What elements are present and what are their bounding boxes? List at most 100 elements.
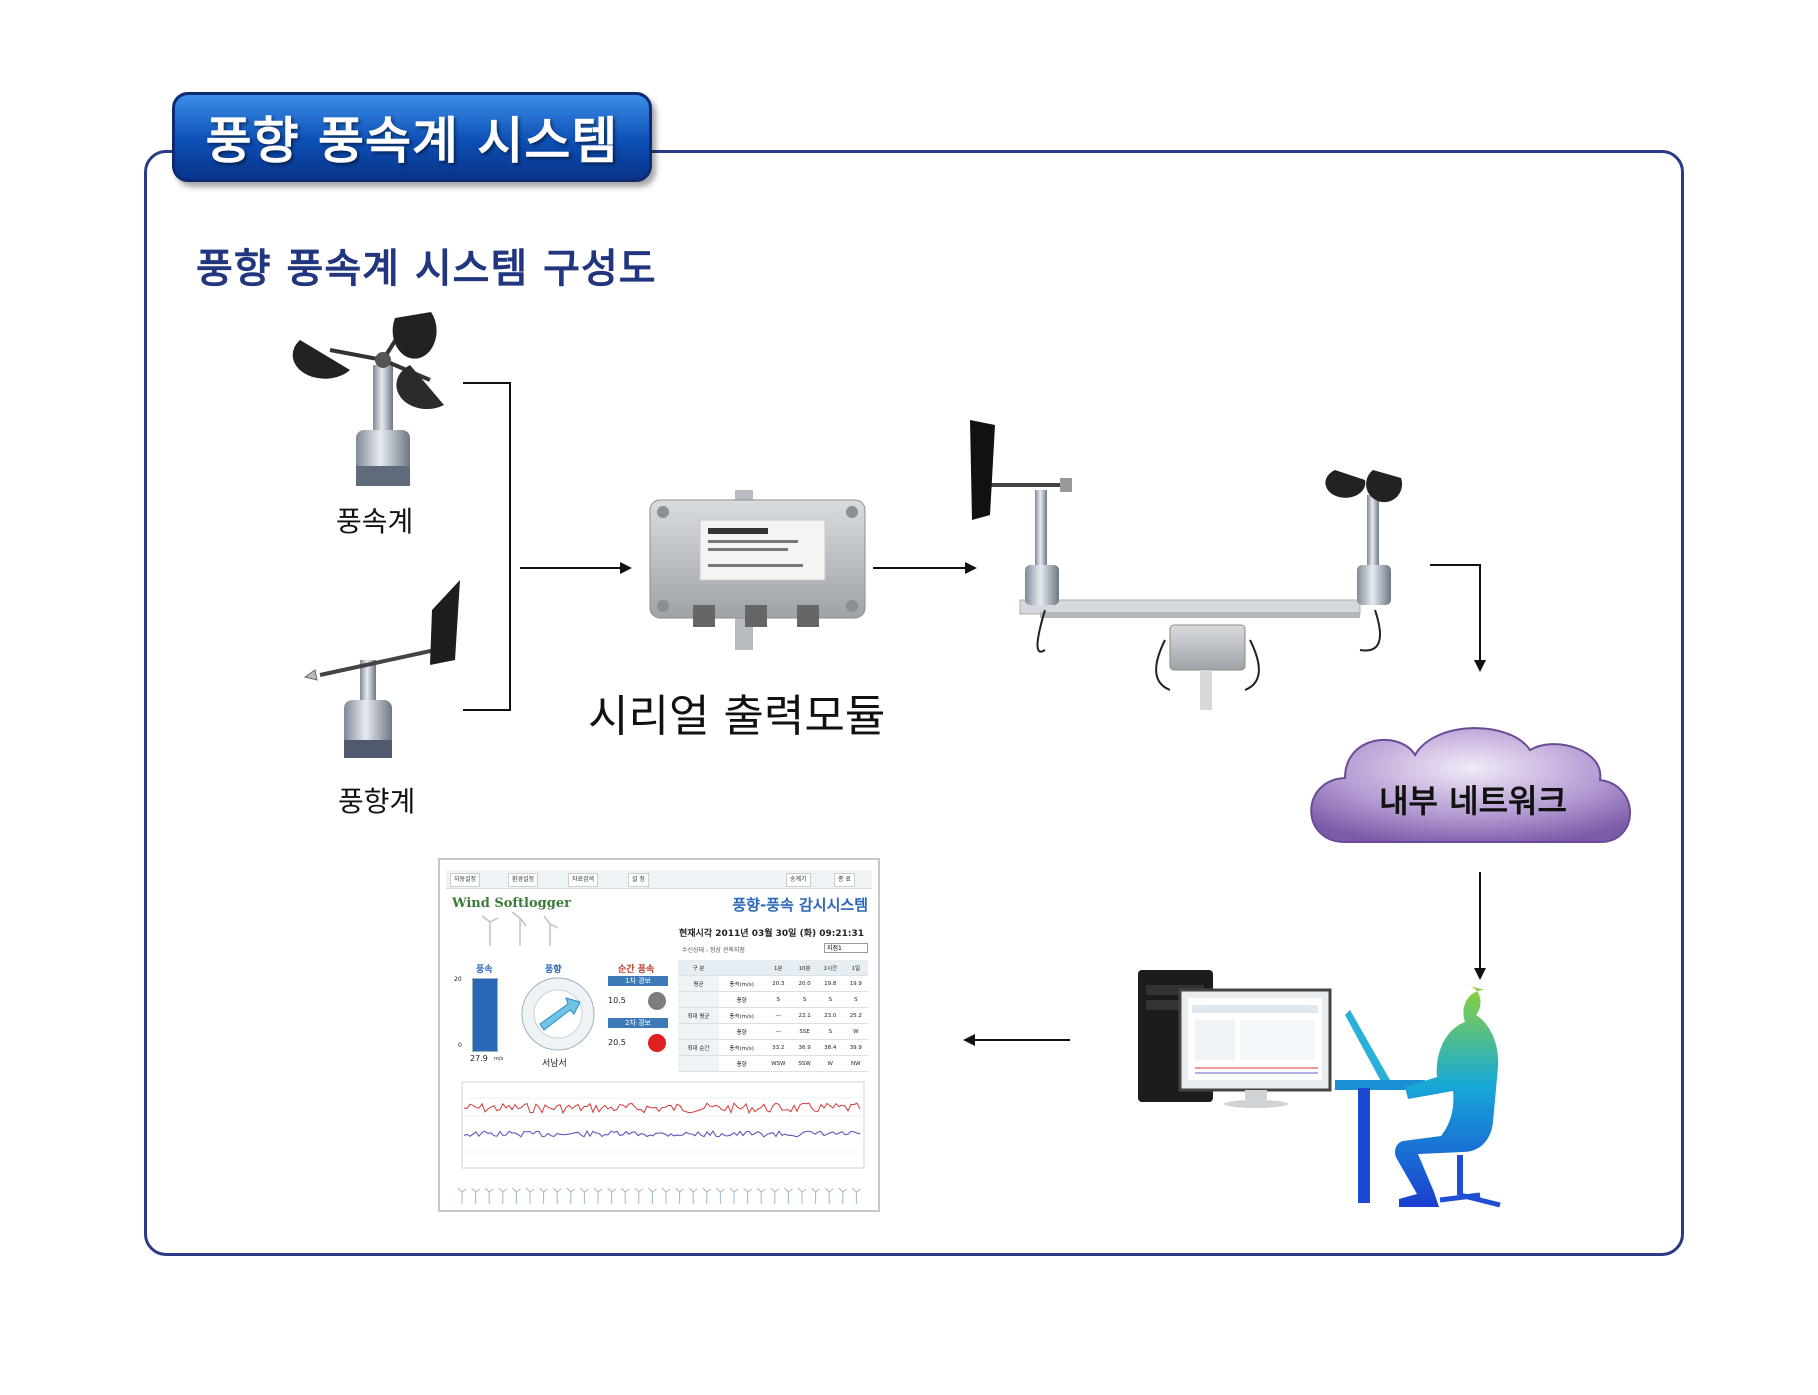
footer-turbine-icon xyxy=(620,1187,630,1204)
title-tab: 풍향 풍속계 시스템 xyxy=(172,92,652,182)
footer-turbine-icon xyxy=(852,1187,861,1204)
direction-arrow-icon xyxy=(539,997,581,1031)
table-row: 최대 순간 풍속(m/s) 33.2 36.9 38.4 39.9 xyxy=(678,1039,868,1056)
footer-turbine-icon xyxy=(457,1187,467,1204)
gust-trend-line xyxy=(463,1102,861,1115)
wind-trend-chart xyxy=(461,1081,865,1169)
footer-turbine-icon xyxy=(539,1187,548,1204)
toolbar-button: 환경설정 xyxy=(508,873,539,887)
table-cell: W xyxy=(843,1023,868,1040)
footer-turbine-icon xyxy=(784,1187,793,1204)
anemometer-label: 풍속계 xyxy=(336,505,414,538)
footer-turbine-icon xyxy=(498,1187,508,1204)
system-title: 풍향-풍속 감시시스템 xyxy=(732,896,868,914)
speed-gauge xyxy=(472,978,498,1052)
table-header-cell xyxy=(719,960,765,976)
table-cell xyxy=(678,1055,720,1072)
network-cloud-icon xyxy=(1310,727,1631,843)
table-cell: S xyxy=(792,991,817,1008)
table-row: 평균 풍속(m/s) 20.3 20.0 19.8 19.9 xyxy=(678,975,868,992)
table-row: 최대 평균 풍속(m/s) — 22.1 23.0 25.2 xyxy=(678,1007,868,1024)
footer-turbine-icon xyxy=(512,1187,521,1204)
speed-gauge-fill xyxy=(473,979,497,1051)
speed-axis-min: 0 xyxy=(458,1042,462,1049)
wind-stats-table: 구 분 1분 10분 1시간 1일 평균 풍속(m/s) 20.3 20.0 1… xyxy=(678,960,868,1072)
footer-turbine-icon xyxy=(797,1187,807,1204)
table-cell: 풍속(m/s) xyxy=(719,975,765,992)
receive-status: 수신상태 : 정상 관측지점 xyxy=(682,947,745,954)
table-cell: 22.1 xyxy=(792,1007,817,1024)
table-cell: — xyxy=(764,1007,793,1024)
toolbar-button: 자동설정 xyxy=(450,873,481,887)
table-header-cell: 1분 xyxy=(764,960,793,976)
compass-dial xyxy=(521,977,595,1051)
table-cell: S xyxy=(816,1023,844,1040)
table-cell: 최대 순간 xyxy=(678,1039,720,1056)
alert2-value: 20.5 xyxy=(608,1038,626,1047)
app-brand: Wind Softlogger xyxy=(452,896,571,911)
footer-turbine-icon xyxy=(702,1187,712,1204)
table-cell: 19.8 xyxy=(816,975,844,992)
toolbar-button: 송계기 xyxy=(786,873,811,887)
speed-axis-max: 20 xyxy=(454,976,462,983)
page-title: 풍향 풍속계 시스템 xyxy=(205,112,619,170)
alert2-label: 2차 경보 xyxy=(608,1018,668,1028)
footer-turbine-icon xyxy=(566,1187,576,1204)
footer-turbine-icon xyxy=(824,1187,834,1204)
table-header-cell: 구 분 xyxy=(678,960,720,976)
table-cell: — xyxy=(764,1023,793,1040)
table-cell: 20.0 xyxy=(792,975,817,992)
anemometer-icon xyxy=(292,312,444,486)
footer-turbine-icon xyxy=(471,1187,480,1204)
operator-icon xyxy=(1335,985,1501,1208)
speed-unit: m/s xyxy=(494,1056,504,1062)
table-cell: W xyxy=(816,1055,844,1072)
monitoring-screenshot: 자동설정 환경설정 자료검색 설 정 송계기 종 료 Wind Softlogg… xyxy=(438,858,880,1212)
footer-turbine-icon xyxy=(675,1187,684,1204)
current-time: 현재시각 2011년 03월 30일 (화) 09:21:31 xyxy=(678,929,864,939)
table-cell: S xyxy=(843,991,868,1008)
footer-turbine-icon xyxy=(661,1187,671,1204)
table-cell: NW xyxy=(843,1055,868,1072)
table-header-row: 구 분 1분 10분 1시간 1일 xyxy=(678,960,868,976)
table-cell: S xyxy=(764,991,793,1008)
direction-value: 서남서 xyxy=(542,1059,567,1069)
footer-turbine-icon xyxy=(688,1187,698,1204)
alert1-lamp xyxy=(648,992,666,1010)
diagram-frame xyxy=(144,150,1684,1256)
table-row: 풍향 S S S S xyxy=(678,991,868,1008)
table-cell: 평균 xyxy=(678,975,720,992)
table-cell: 39.9 xyxy=(843,1039,868,1056)
table-cell: 25.2 xyxy=(843,1007,868,1024)
table-cell: WSW xyxy=(764,1055,793,1072)
site-select: 지점1 xyxy=(824,943,868,953)
average-trend-line xyxy=(463,1129,861,1138)
alert2-lamp xyxy=(648,1034,666,1052)
serial-module-icon xyxy=(649,490,866,650)
table-cell: 풍향 xyxy=(719,1055,765,1072)
table-cell: 33.2 xyxy=(764,1039,793,1056)
footer-turbine-icon xyxy=(743,1187,752,1204)
table-cell: SSE xyxy=(792,1023,817,1040)
toolbar-button: 설 정 xyxy=(628,873,649,887)
table-cell: 19.9 xyxy=(843,975,868,992)
toolbar-button: 종 료 xyxy=(834,873,855,887)
footer-turbine-icon xyxy=(716,1187,725,1204)
table-cell: 36.9 xyxy=(792,1039,817,1056)
table-header-cell: 1시간 xyxy=(816,960,844,976)
footer-turbine-icon xyxy=(593,1187,603,1204)
table-cell: 38.4 xyxy=(816,1039,844,1056)
footer-turbine-icon xyxy=(607,1187,616,1204)
screenshot-toolbar: 자동설정 환경설정 자료검색 설 정 송계기 종 료 xyxy=(446,870,872,889)
table-cell xyxy=(678,1023,720,1040)
table-cell: S xyxy=(816,991,844,1008)
speed-panel-label: 풍속 xyxy=(476,965,493,975)
wind-vane-label: 풍향계 xyxy=(338,785,416,818)
diagram-subtitle: 풍향 풍속계 시스템 구성도 xyxy=(196,246,657,292)
table-row: 풍향 WSW SSW W NW xyxy=(678,1055,868,1072)
sensor-mast-icon xyxy=(970,420,1403,710)
footer-turbine-icon xyxy=(811,1187,820,1204)
toolbar-button: 자료검색 xyxy=(568,873,599,887)
footer-turbine-icon xyxy=(580,1187,589,1204)
